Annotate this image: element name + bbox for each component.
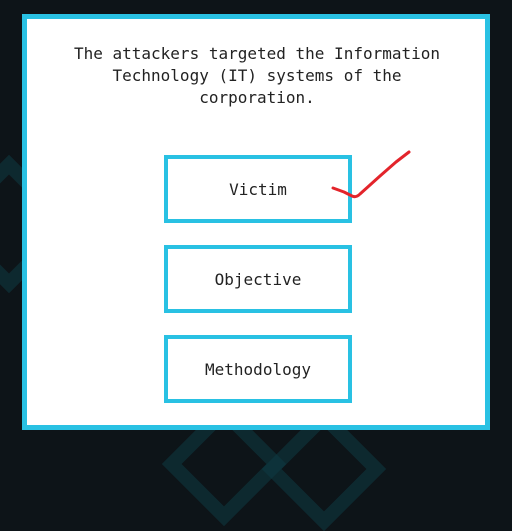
option-methodology-button[interactable]: Methodology [164,335,352,403]
checkmark-icon [331,150,411,199]
option-objective-button[interactable]: Objective [164,245,352,313]
option-victim-button[interactable]: Victim [164,155,352,223]
option-label: Objective [214,269,302,289]
question-text: The attackers targeted the Information T… [73,44,441,107]
option-label: Methodology [205,359,311,379]
option-label: Victim [229,179,287,199]
quiz-card: The attackers targeted the Information T… [22,14,490,430]
